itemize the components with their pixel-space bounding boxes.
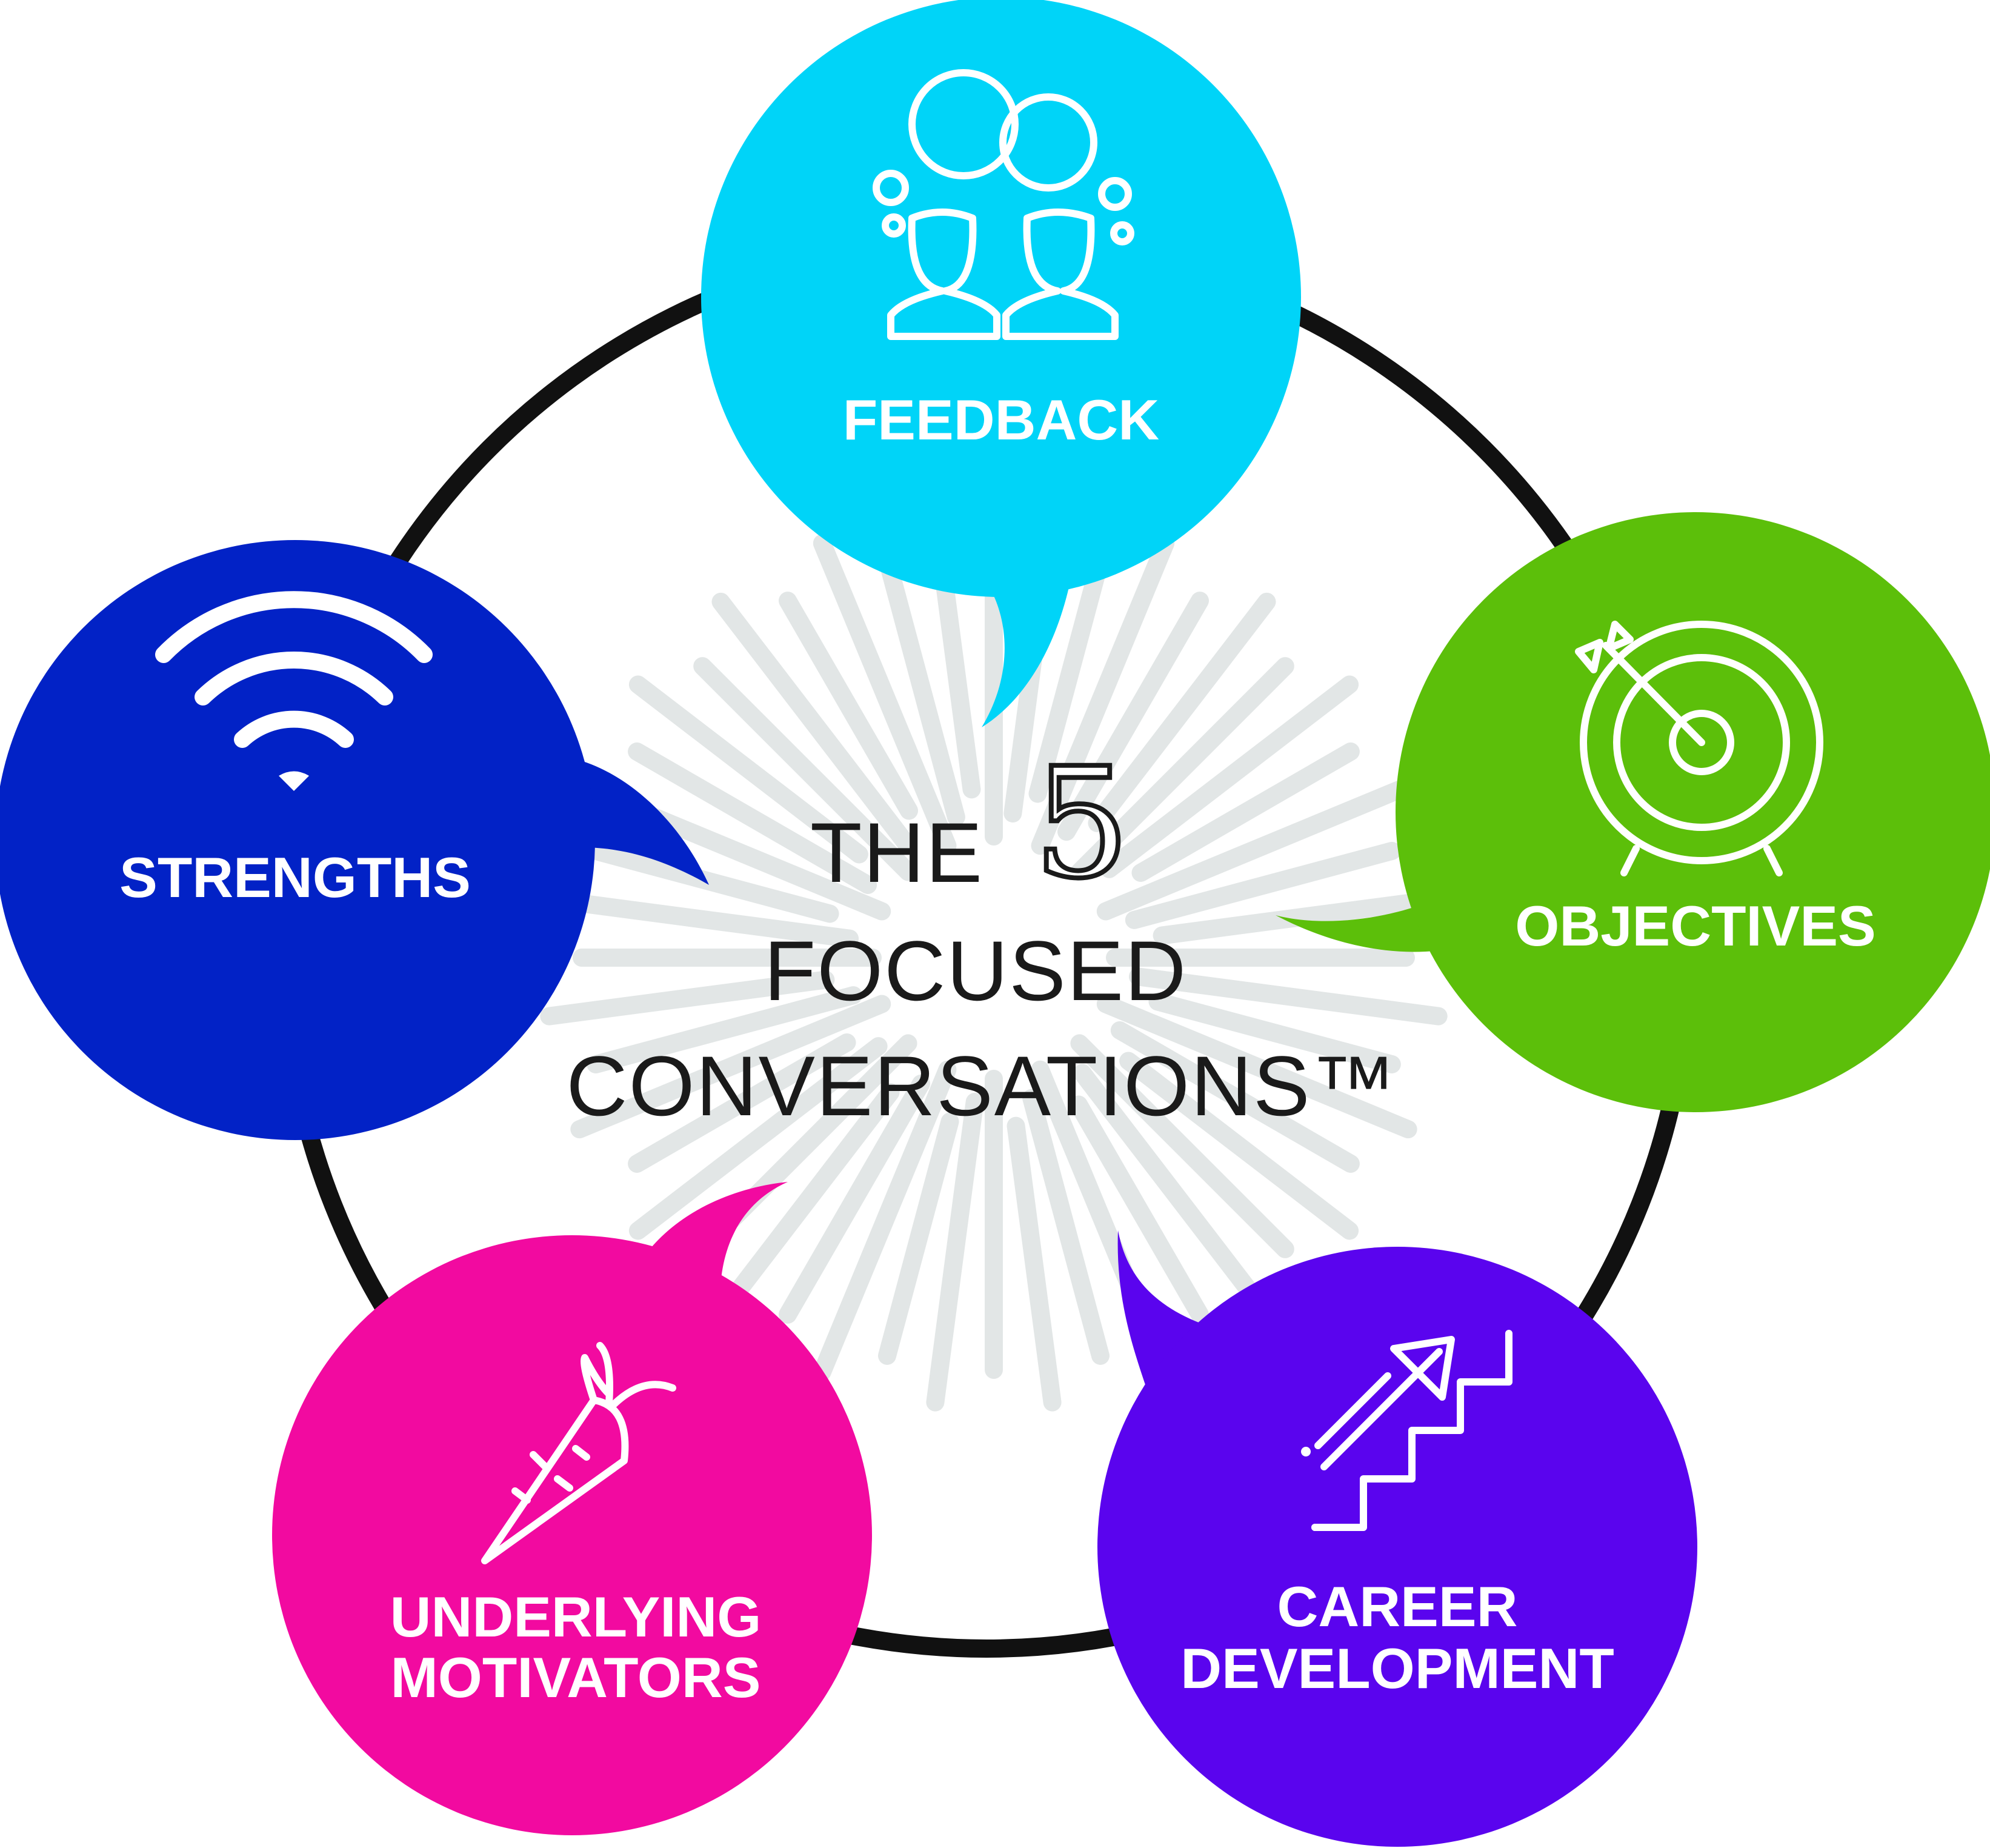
sunburst-ray bbox=[628, 675, 868, 864]
sunburst-ray bbox=[693, 657, 917, 881]
objectives-circle bbox=[1396, 512, 1990, 1112]
center-number: 5 bbox=[1033, 735, 1130, 912]
sunburst-ray bbox=[628, 1033, 856, 1173]
sunburst-ray bbox=[1119, 1052, 1359, 1240]
stairs-arrow-icon bbox=[1301, 1330, 1512, 1531]
sunburst-ray bbox=[1096, 776, 1417, 921]
sunburst-ray bbox=[1022, 1089, 1110, 1365]
career-label-line1: CAREER bbox=[1277, 1575, 1518, 1638]
sunburst-ray bbox=[1031, 534, 1175, 855]
sunburst-ray bbox=[1110, 1021, 1360, 1173]
center-conversations: CONVERSATIONS™ bbox=[566, 1038, 1397, 1133]
sunburst-ray bbox=[878, 550, 965, 827]
sunburst-ray bbox=[1070, 657, 1294, 881]
node-strengths: STRENGTHS bbox=[0, 540, 709, 1140]
sunburst-ray bbox=[813, 1060, 957, 1381]
sunburst-ray bbox=[570, 995, 891, 1139]
sunburst-ray bbox=[1070, 1095, 1209, 1324]
target-arrow-icon bbox=[1575, 621, 1823, 876]
node-career: CAREER DEVELOPMENT bbox=[1097, 1230, 1697, 1847]
sunburst-ray bbox=[1125, 842, 1401, 929]
center-the: THE bbox=[810, 805, 983, 900]
strengths-bubble bbox=[557, 758, 709, 885]
sunburst-ray bbox=[813, 534, 957, 855]
center-title: THE 5 FOCUSED CONVERSATIONS™ bbox=[566, 733, 1397, 1133]
node-objectives: OBJECTIVES bbox=[1276, 512, 1990, 1112]
sunburst-ray bbox=[1073, 1064, 1276, 1323]
strengths-circle bbox=[0, 540, 595, 1140]
sunburst-ray bbox=[779, 592, 918, 820]
sunburst-ray bbox=[1096, 995, 1417, 1139]
sunburst-ray bbox=[587, 986, 863, 1073]
career-bubble bbox=[1117, 1230, 1212, 1412]
feedback-bubble bbox=[982, 570, 1073, 727]
sunburst-ray bbox=[1088, 592, 1276, 832]
center-focused: FOCUSED bbox=[764, 923, 1187, 1018]
objectives-label: OBJECTIVES bbox=[1515, 894, 1876, 958]
motivators-circle bbox=[272, 1235, 872, 1835]
sunburst-ray bbox=[587, 842, 839, 923]
sunburst-ray bbox=[1007, 1116, 1062, 1412]
career-circle bbox=[1097, 1247, 1697, 1847]
carrot-icon bbox=[481, 1342, 676, 1564]
sunburst-ray bbox=[1070, 1034, 1294, 1258]
feedback-circle bbox=[701, 0, 1301, 597]
node-feedback: FEEDBACK bbox=[701, 0, 1301, 727]
motivators-label-line2: MOTIVATORS bbox=[391, 1646, 761, 1709]
wifi-signal-icon bbox=[155, 591, 433, 791]
node-motivators: UNDERLYING MOTIVATORS bbox=[272, 1182, 872, 1835]
sunburst-ray bbox=[878, 1112, 959, 1365]
strengths-label: STRENGTHS bbox=[119, 846, 471, 909]
sunburst-ray bbox=[1057, 592, 1209, 841]
sunburst-ray bbox=[1148, 992, 1401, 1073]
sunburst-ray bbox=[1100, 675, 1359, 878]
sunburst-ray bbox=[1153, 890, 1448, 945]
sunburst-ray bbox=[540, 890, 859, 948]
sunburst-ray bbox=[1131, 742, 1360, 882]
career-label-line2: DEVELOPMENT bbox=[1180, 1636, 1614, 1700]
sunburst-ray bbox=[628, 1037, 888, 1240]
sunburst-ray bbox=[779, 1074, 930, 1324]
motivators-label-line1: UNDERLYING bbox=[390, 1585, 762, 1649]
sunburst-ray bbox=[711, 592, 914, 852]
sunburst-ray bbox=[628, 742, 877, 894]
sunburst-ray bbox=[711, 1083, 900, 1323]
feedback-label: FEEDBACK bbox=[843, 388, 1159, 452]
sunburst-ray bbox=[926, 1092, 984, 1412]
sunburst-ray bbox=[540, 970, 835, 1026]
people-talking-icon bbox=[873, 69, 1134, 340]
sunburst-ray bbox=[1028, 550, 1110, 803]
sunburst-ray bbox=[1128, 967, 1448, 1026]
